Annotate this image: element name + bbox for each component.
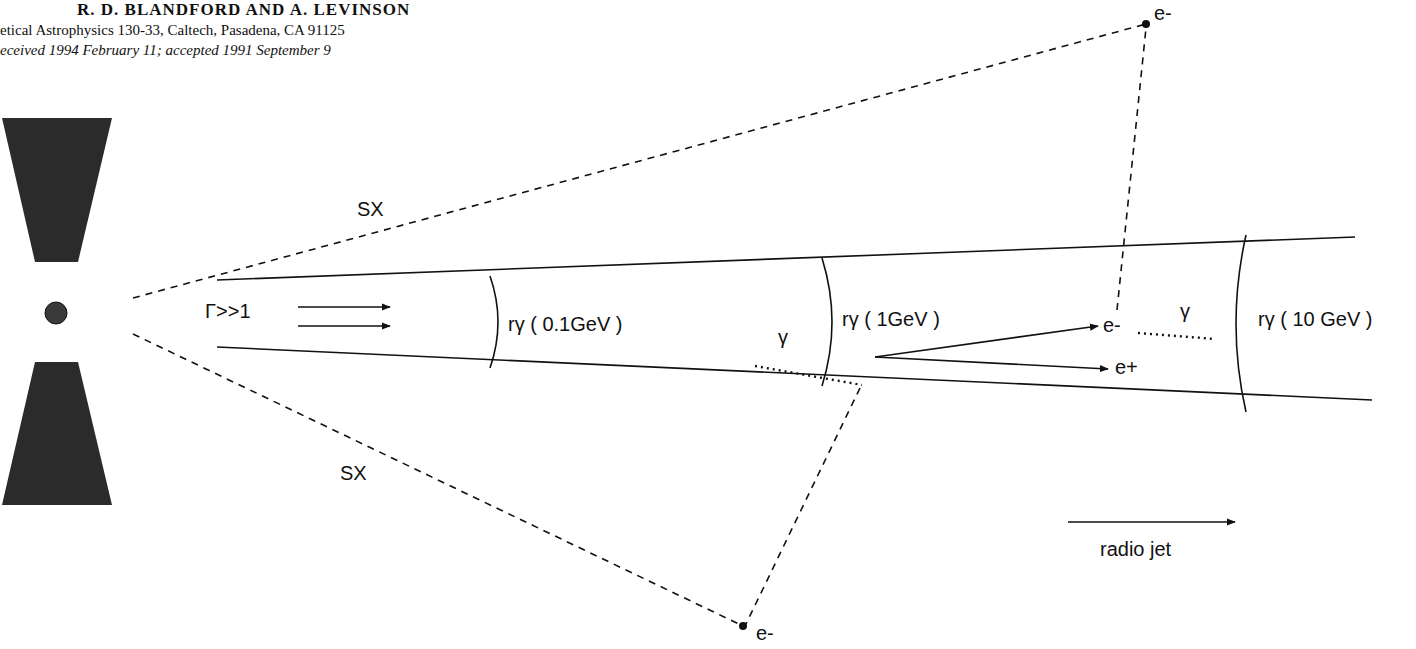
gamma-sphere <box>822 258 832 386</box>
sx-ray-upper <box>133 24 1146 298</box>
sx-photon <box>746 388 860 624</box>
gamma-sphere <box>490 276 498 368</box>
lorentz-factor: Γ>>1 <box>205 300 251 323</box>
torus-lower <box>2 362 112 505</box>
torus-upper <box>2 118 112 262</box>
gamma-sphere <box>1236 235 1246 412</box>
electron-dot <box>1142 20 1150 28</box>
positron-track <box>875 357 1108 369</box>
sx-ray-lower <box>133 334 743 626</box>
author-line: R. D. BLANDFORD AND A. LEVINSON <box>77 0 410 20</box>
black-hole <box>45 302 67 324</box>
gamma-sphere-label: rγ ( 10 GeV ) <box>1258 308 1372 331</box>
direction-arrow <box>1068 521 1235 523</box>
radiation-label: SX <box>340 462 367 485</box>
photon-label: γ <box>778 326 788 349</box>
gamma-sphere-label: rγ ( 0.1GeV ) <box>508 313 622 336</box>
particle-label: e- <box>1154 2 1172 25</box>
particle-label: e- <box>1103 314 1121 337</box>
affiliation-line: etical Astrophysics 130-33, Caltech, Pas… <box>0 22 345 39</box>
jet-boundary <box>217 347 1372 400</box>
jet-boundary <box>217 237 1355 280</box>
photon-path <box>755 366 862 385</box>
photon-path <box>1138 333 1215 339</box>
particle-label: e- <box>756 622 774 645</box>
received-line: eceived 1994 February 11; accepted 1991 … <box>0 42 331 59</box>
flow-arrow <box>298 306 390 308</box>
particle-label: e+ <box>1115 356 1138 379</box>
photon-label: γ <box>1180 300 1190 323</box>
direction-label: radio jet <box>1100 538 1171 561</box>
sx-photon <box>1117 28 1146 310</box>
flow-arrow <box>298 325 390 327</box>
electron-track <box>875 326 1098 357</box>
gamma-sphere-label: rγ ( 1GeV ) <box>842 308 940 331</box>
radiation-label: SX <box>357 198 384 221</box>
